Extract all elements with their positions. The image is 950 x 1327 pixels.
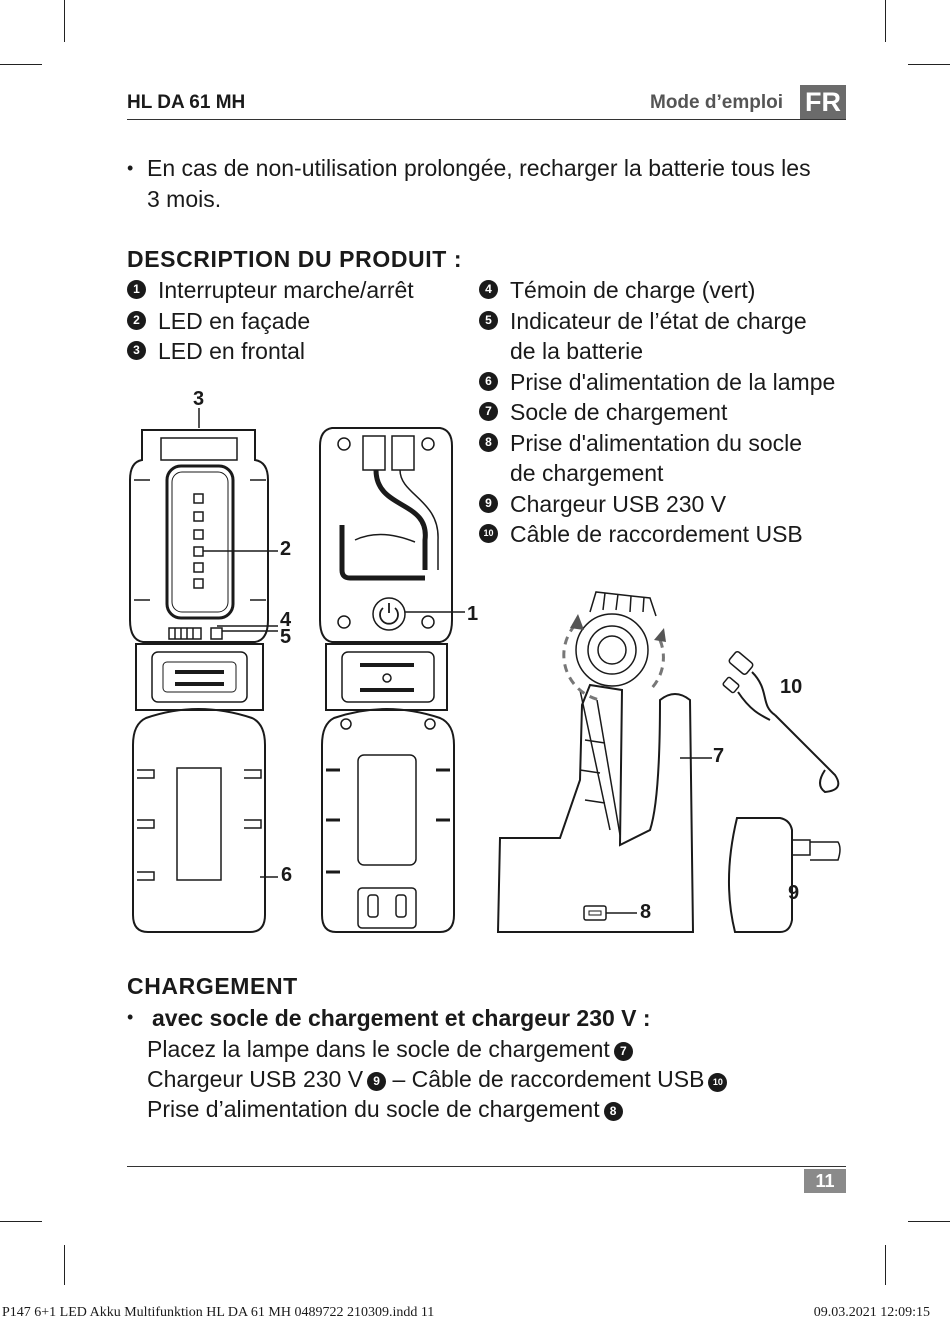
language-badge: FR [800, 85, 846, 119]
callout-1: 1 [467, 603, 479, 625]
callout-5: 5 [280, 626, 292, 648]
usb-cable [722, 651, 840, 794]
callout-6: 6 [281, 864, 293, 886]
crop-mark [885, 1245, 886, 1285]
callout-4: 4 [280, 609, 292, 631]
lamp-front-view [129, 429, 269, 933]
rotation-arrow [654, 628, 666, 642]
crop-mark [0, 1221, 42, 1222]
bullet-marker: • [127, 1007, 134, 1027]
product-illustration [129, 408, 841, 933]
charging-subtitle: avec socle de chargement et chargeur 230… [152, 1005, 651, 1031]
callout-9: 9 [788, 882, 800, 904]
charge-indicator [168, 627, 223, 640]
number-badge: 3 [127, 341, 146, 360]
number-badge: 2 [127, 310, 146, 330]
number-badge: 10 [479, 524, 498, 543]
intro-bullet: • En cas de non-utilisation prolongée, r… [127, 153, 847, 214]
number-badge: 7 [613, 1042, 633, 1061]
number-badge: 4 [479, 280, 498, 299]
lamp-back-view [319, 427, 455, 933]
footer-rule [127, 1166, 846, 1167]
number-badge: 9 [479, 493, 498, 513]
number-badge: 7 [479, 402, 498, 421]
number-badge: 5 [479, 310, 498, 330]
callout-3: 3 [193, 388, 205, 410]
number-badge: 1 [127, 280, 146, 299]
callout-2: 2 [280, 538, 292, 560]
crop-mark [64, 1245, 65, 1285]
number-badge: 6 [479, 371, 498, 391]
charging-title: CHARGEMENT [127, 973, 298, 999]
number-badge: 8 [603, 1102, 623, 1121]
usb-charger [727, 817, 841, 933]
header-model: HL DA 61 MH [127, 92, 246, 113]
leader-lines [198, 408, 712, 914]
number-badge: 10 [708, 1073, 728, 1092]
charging-base [496, 591, 695, 933]
crop-mark [908, 1221, 950, 1222]
crop-mark [908, 64, 950, 65]
crop-mark [885, 0, 886, 42]
callout-10: 10 [780, 676, 803, 698]
bullet-marker: • [127, 158, 134, 178]
charging-step-3: Prise d’alimentation du socle de chargem… [147, 1094, 623, 1125]
charging-step-1: Placez la lampe dans le socle de chargem… [147, 1034, 633, 1065]
number-badge: 9 [367, 1072, 387, 1091]
page-number: 11 [804, 1169, 846, 1193]
callout-8: 8 [640, 901, 652, 923]
rotation-arrow [570, 614, 584, 630]
print-slug-left: P147 6+1 LED Akku Multifunktion HL DA 61… [2, 1305, 435, 1320]
crop-mark [0, 64, 42, 65]
description-title: DESCRIPTION DU PRODUIT : [127, 246, 463, 272]
crop-mark [64, 0, 65, 42]
header-mode: Mode d’emploi [650, 92, 783, 113]
header-rule [127, 119, 846, 120]
intro-line-1: En cas de non-utilisation prolongée, rec… [147, 155, 811, 181]
callout-7: 7 [713, 745, 725, 767]
number-badge: 8 [479, 432, 498, 452]
intro-line-2: 3 mois. [147, 185, 222, 212]
print-slug-right: 09.03.2021 12:09:15 [813, 1305, 930, 1320]
led-column [193, 493, 204, 589]
